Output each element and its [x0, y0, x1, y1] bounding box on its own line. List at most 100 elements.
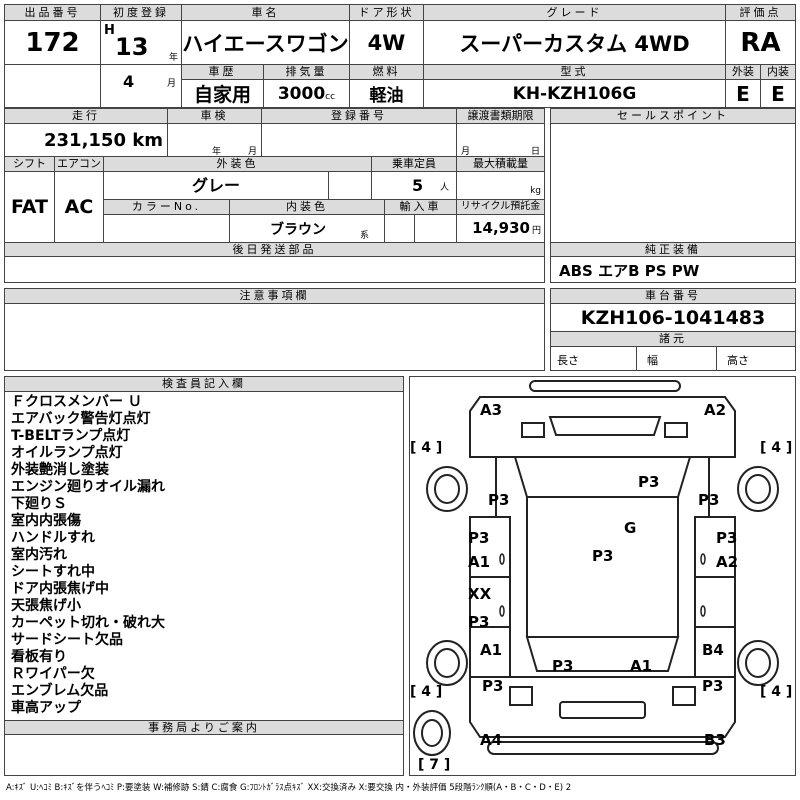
note-line: T-BELTランプ点灯 [11, 428, 131, 444]
note-line: ドア内張焦げ中 [11, 581, 109, 597]
color-label: 外装色 [104, 157, 372, 172]
damage-p3-rear-right: P3 [702, 677, 724, 695]
history-label: 車歴 [180, 64, 264, 80]
damage-b3: B3 [704, 731, 726, 749]
capacity-cell: 5 人 [372, 172, 457, 200]
capacity-label: 乗車定員 [372, 157, 457, 172]
damage-p3-front-left: P3 [488, 491, 510, 509]
transfer-day-unit: 日 [531, 147, 541, 157]
inspection-year-unit: 年 [212, 147, 222, 157]
sales-equip-panel: セールスポイント 純正装備 ABS エアB PS PW [550, 108, 796, 283]
grade: スーパーカスタム 4WD [422, 20, 727, 65]
shift-label: シフト [5, 157, 55, 172]
caution-panel: 注意事項欄 [4, 288, 545, 371]
note-line: 車高アップ [11, 700, 81, 716]
inspector-label: 検査員記入欄 [5, 377, 403, 392]
note-line: エンジン廻りオイル漏れ [11, 479, 165, 495]
cc: 3000 [277, 83, 326, 104]
note-line: シートすれ中 [11, 564, 95, 580]
tire-front-left: [ 4 ] [410, 440, 443, 456]
damage-a1-rear-left: A1 [480, 641, 503, 659]
recycle-cell: 14,930 円 [457, 215, 544, 242]
mileage: 231,150 [44, 130, 126, 151]
note-line: 下廻りＳ [11, 496, 67, 512]
width-label: 幅 [637, 347, 717, 370]
model: KH-KZH106G [422, 79, 727, 108]
year-unit: 年 [168, 53, 178, 63]
office-label: 事務局よりご案内 [5, 720, 403, 735]
note-line: 室内汚れ [11, 547, 67, 563]
shift: FAT [5, 172, 55, 242]
regno-label: 登録番号 [262, 109, 457, 124]
load-label: 最大積載量 [457, 157, 544, 172]
damage-a4: A4 [480, 731, 503, 749]
cc-unit: cc [325, 91, 336, 102]
transfer-cell: 月 日 [457, 124, 544, 157]
note-line: 看板有り [11, 649, 67, 665]
colorno-label: カラーNo. [104, 200, 230, 215]
ext-grade: E [725, 79, 761, 108]
recycle-label: リサイクル預託金 [457, 200, 544, 215]
cc-label: 排気量 [262, 64, 350, 80]
chassis-panel: 車台番号 KZH106-1041483 諸元 長さ 幅 高さ [550, 288, 796, 371]
mileage-unit: km [132, 130, 163, 151]
note-line: エンブレム欠品 [11, 683, 109, 699]
ac: AC [55, 172, 104, 242]
intcolor-label: 内装色 [230, 200, 385, 215]
sales-label: セールスポイント [551, 109, 795, 124]
spec-label: 諸元 [551, 332, 795, 347]
load-cell: kg [457, 172, 544, 200]
int-grade: E [760, 79, 796, 108]
recycle-unit: 円 [531, 226, 541, 236]
damage-a2-right-door: A2 [716, 553, 739, 571]
reg-month: 4 [123, 72, 135, 91]
name-label: 車名 [180, 4, 350, 21]
damage-a1-left-door: A1 [468, 553, 491, 571]
score-label: 評価点 [725, 4, 796, 21]
damage-p3-front-right: P3 [698, 491, 720, 509]
door-type: 4W [348, 20, 424, 65]
model-label: 型式 [422, 64, 727, 80]
era: H [104, 23, 115, 38]
lot-number: 172 [4, 20, 101, 65]
car-outline-icon [413, 380, 779, 756]
month-unit: 月 [166, 79, 176, 89]
chassis-label: 車台番号 [551, 289, 795, 304]
damage-a2: A2 [704, 401, 727, 419]
damage-a1-tail: A1 [630, 657, 653, 675]
note-line: 室内内張傷 [11, 513, 81, 529]
capacity: 5 [412, 176, 424, 195]
inspector-notes: Ｆクロスメンバー Ｕ エアバック警告灯点灯 T-BELTランプ点灯 オイルランプ… [5, 394, 403, 717]
chassis-number: KZH106-1041483 [551, 304, 795, 332]
tire-rear-left: [ 4 ] [410, 684, 443, 700]
intcolor-unit: 系 [360, 231, 370, 241]
intcolor-cell: ブラウン 系 [230, 215, 385, 242]
damage-xx: XX [468, 585, 492, 603]
damage-g: G [624, 519, 637, 537]
reg-year: 13 [115, 33, 149, 61]
ext-label: 外装 [725, 64, 761, 80]
fuel-label: 燃料 [348, 64, 424, 80]
tire-rear-right: [ 4 ] [760, 684, 793, 700]
regno-value [262, 124, 457, 157]
note-line: 天張焦げ小 [11, 598, 81, 614]
height-label: 高さ [727, 354, 749, 367]
colorno-value [104, 215, 230, 242]
header-table: 出品番号 初度登録 車名 ドア形状 グレード 評価点 172 H 13 年 ハイ… [4, 4, 796, 108]
score: RA [725, 20, 796, 65]
inspection-cell: 年 月 [168, 124, 262, 157]
inspection-label: 車検 [168, 109, 262, 124]
damage-a3: A3 [480, 401, 503, 419]
damage-diagram: A3 A2 P3 P3 P3 P3 G P3 A1 P3 A2 XX P3 A1… [409, 376, 796, 776]
transfer-month-unit: 月 [461, 147, 471, 157]
reg-year-cell: H 13 年 [100, 20, 182, 65]
mileage-label: 走行 [5, 109, 168, 124]
note-line: エアバック警告灯点灯 [11, 411, 151, 427]
damage-p3-hood: P3 [638, 473, 660, 491]
int-label: 内装 [760, 64, 796, 80]
reg-month-cell: 4 月 [100, 64, 182, 108]
ac-label: エアコン [55, 157, 104, 172]
lot-label: 出品番号 [4, 4, 101, 21]
damage-p3-roof: P3 [592, 547, 614, 565]
damage-p3-left-rear: P3 [468, 613, 490, 631]
